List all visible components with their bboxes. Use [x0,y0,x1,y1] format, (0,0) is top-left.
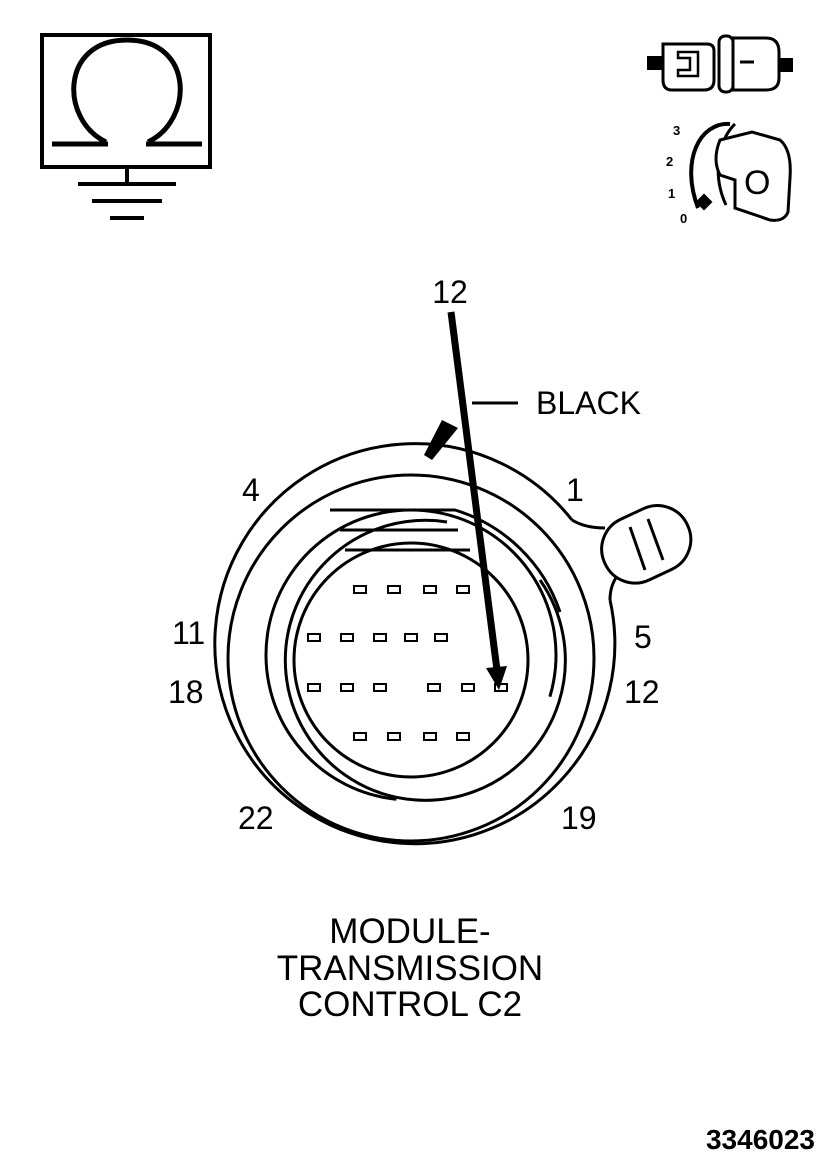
pin-label-22: 22 [238,800,274,836]
keyway-pointer [424,420,458,460]
pin-cavity [373,633,387,642]
pin-cavity [340,633,354,642]
pin-cavity [353,732,367,741]
connector-latch [600,504,693,585]
pin-cavity [404,633,418,642]
connector-pins [307,585,508,741]
pin-cavity [307,683,321,692]
pin-cavity [373,683,387,692]
ignition-position-0: 0 [680,211,687,226]
pin-label-11: 11 [172,615,205,651]
pin-label-12: 12 [624,674,660,710]
probe-pin-label: 12 [432,274,468,310]
pin-cavity [461,683,475,692]
title-line-3: CONTROL C2 [298,985,522,1024]
title-line-1: MODULE- [329,912,490,951]
figure-number: 3346023 [706,1124,815,1155]
pin-cavity [387,585,401,594]
ignition-position-3: 3 [673,123,680,138]
pin-cavity [423,585,437,594]
pin-cavity [423,732,437,741]
pin-cavity [340,683,354,692]
ignition-position-2: 2 [666,154,673,169]
pin-label-1: 1 [566,472,584,508]
pin-cavity [307,633,321,642]
pin-cavity [456,585,470,594]
disconnected-connector-icon [647,34,793,94]
title-line-2: TRANSMISSION [277,949,543,988]
pin-cavity [434,633,448,642]
ignition-switch-icon: 3 2 1 0 O [666,121,792,226]
pin-label-19: 19 [561,800,597,836]
pin-cavity [427,683,441,692]
pin-cavity [456,732,470,741]
ignition-position-1: 1 [668,186,675,201]
pin-cavity [353,585,367,594]
ohmmeter-icon [40,33,212,220]
pin-label-4: 4 [242,472,260,508]
connector-body [213,442,693,846]
wire-color-label: BLACK [536,385,641,421]
pin-cavity [387,732,401,741]
probe-arrow [447,311,507,690]
pin-label-18: 18 [168,674,204,710]
pin-label-5: 5 [634,619,652,655]
ignition-key-label: O [744,164,770,202]
